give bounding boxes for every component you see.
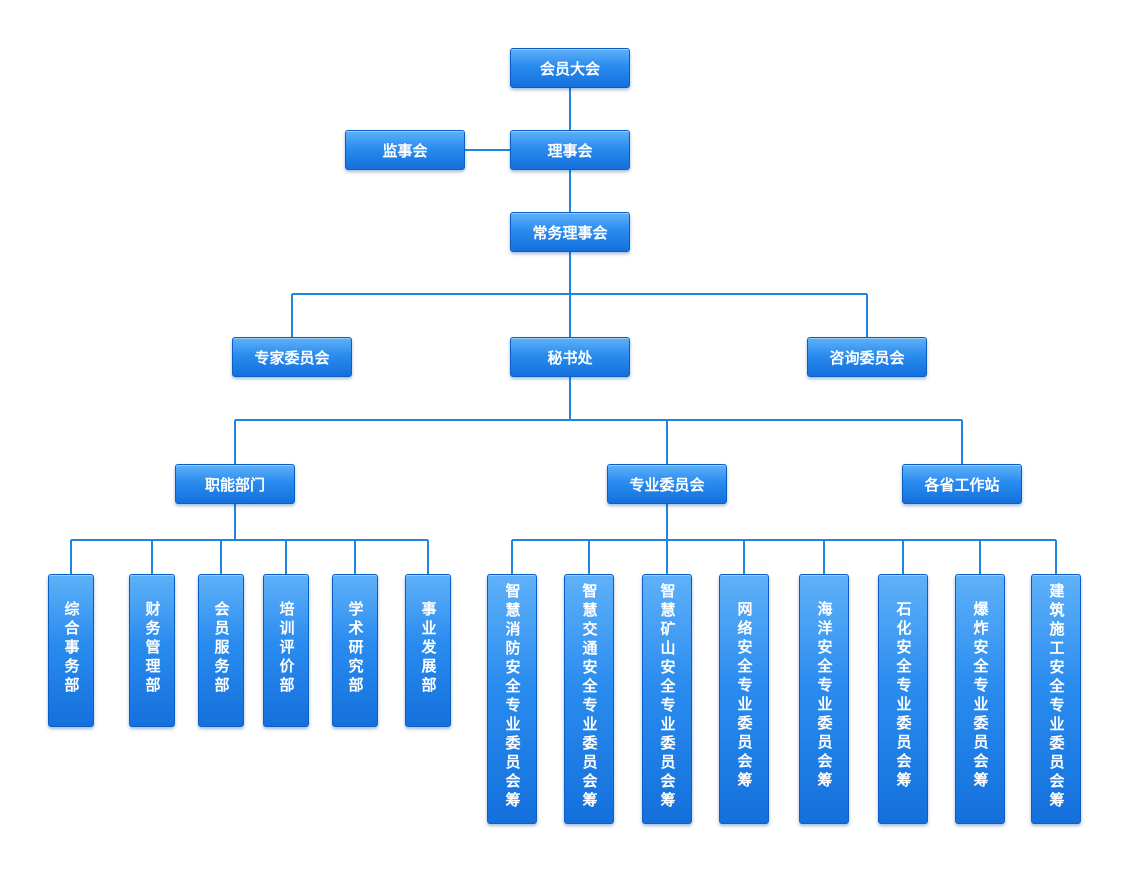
dept-box-finance: 财务管理部 <box>129 574 175 727</box>
dept-box-development: 事业发展部 <box>405 574 451 727</box>
dept-label: 事业发展部 <box>419 601 438 696</box>
committee-label: 爆炸安全专业委员会筹 <box>971 601 990 791</box>
committee-label: 石化安全专业委员会筹 <box>894 601 913 791</box>
dept-box-research: 学术研究部 <box>332 574 378 727</box>
dept-label: 综合事务部 <box>62 601 81 696</box>
secretariat-box: 秘书处 <box>510 337 630 377</box>
committee-box-explosion: 爆炸安全专业委员会筹 <box>955 574 1005 824</box>
committee-box-mine: 智慧矿山安全专业委员会筹 <box>642 574 692 824</box>
general-assembly-box: 会员大会 <box>510 48 630 88</box>
committee-label: 网络安全专业委员会筹 <box>735 601 754 791</box>
dept-label: 会员服务部 <box>212 601 231 696</box>
committee-box-ocean: 海洋安全专业委员会筹 <box>799 574 849 824</box>
committee-label: 智慧交通安全专业委员会筹 <box>580 583 599 811</box>
dept-label: 学术研究部 <box>346 601 365 696</box>
committee-label: 建筑施工安全专业委员会筹 <box>1047 583 1066 811</box>
supervisory-board-box: 监事会 <box>345 130 465 170</box>
committee-box-network: 网络安全专业委员会筹 <box>719 574 769 824</box>
advisory-committee-box: 咨询委员会 <box>807 337 927 377</box>
dept-box-member-services: 会员服务部 <box>198 574 244 727</box>
committee-label: 智慧矿山安全专业委员会筹 <box>658 583 677 811</box>
expert-committee-box: 专家委员会 <box>232 337 352 377</box>
dept-label: 财务管理部 <box>143 601 162 696</box>
committee-box-petrochemical: 石化安全专业委员会筹 <box>878 574 928 824</box>
provincial-stations-box: 各省工作站 <box>902 464 1022 504</box>
dept-box-general-affairs: 综合事务部 <box>48 574 94 727</box>
dept-label: 培训评价部 <box>277 601 296 696</box>
committee-box-traffic: 智慧交通安全专业委员会筹 <box>564 574 614 824</box>
council-box: 理事会 <box>510 130 630 170</box>
committee-label: 智慧消防安全专业委员会筹 <box>503 583 522 811</box>
functional-departments-box: 职能部门 <box>175 464 295 504</box>
standing-council-box: 常务理事会 <box>510 212 630 252</box>
committee-box-construction: 建筑施工安全专业委员会筹 <box>1031 574 1081 824</box>
professional-committees-box: 专业委员会 <box>607 464 727 504</box>
committee-label: 海洋安全专业委员会筹 <box>815 601 834 791</box>
committee-box-fire: 智慧消防安全专业委员会筹 <box>487 574 537 824</box>
dept-box-training: 培训评价部 <box>263 574 309 727</box>
